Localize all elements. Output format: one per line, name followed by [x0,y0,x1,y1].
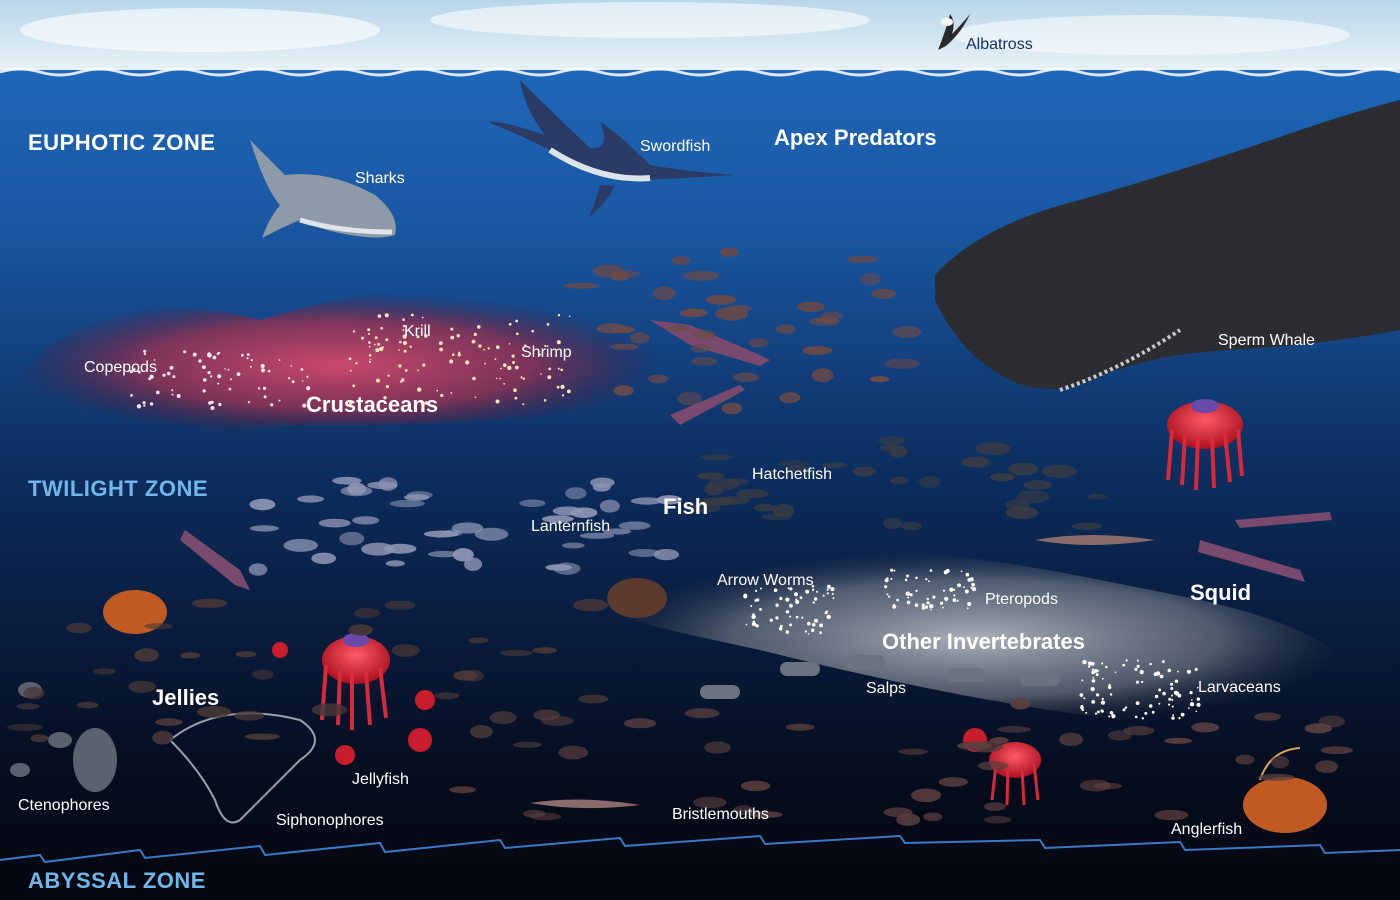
label-arrow-worms: Arrow Worms [717,572,814,589]
bristlemouth-school-lower [449,697,1353,826]
label-lanternfish: Lanternfish [531,518,611,535]
label-larvaceans: Larvaceans [1198,679,1281,696]
label-copepods: Copepods [84,359,157,376]
label-salps: Salps [866,680,907,697]
zone-label-twilight: TWILIGHT ZONE [28,476,209,501]
label-pteropods: Pteropods [985,591,1058,608]
sperm-whale-illustration [935,100,1400,392]
swordfish-illustration [488,80,735,218]
abyssal-boundary [0,834,1400,864]
copepod-specks [129,349,311,410]
squid-illustrations [180,320,1332,590]
label-jellyfish: Jellyfish [352,771,409,788]
group-label-squid: Squid [1190,580,1252,605]
arrow-worm-specks [743,584,835,635]
group-label-apex-predators: Apex Predators [774,125,937,150]
bristlemouth-illustration-2 [1035,535,1155,545]
label-albatross: Albatross [966,36,1033,53]
group-label-jellies: Jellies [152,685,220,710]
label-anglerfish: Anglerfish [1171,821,1243,838]
jellyfish-illustrations [272,399,1244,806]
zone-label-abyssal: ABYSSAL ZONE [28,868,206,893]
anglerfish-illustrations [103,578,1327,833]
surface-foam [0,67,1400,77]
group-label-fish: Fish [663,494,709,519]
hatchetfish-school [685,436,1107,531]
bristlemouth-illustration [530,799,640,809]
larvacean-specks [1079,659,1201,720]
label-hatchetfish: Hatchetfish [752,466,833,483]
label-sperm-whale: Sperm Whale [1218,332,1315,349]
albatross-illustration [938,14,970,50]
shark-illustration [250,140,396,238]
label-krill: Krill [404,323,431,340]
bristlemouth-school-left [7,598,609,745]
label-bristlemouths: Bristlemouths [672,806,769,823]
group-label-crustaceans: Crustaceans [306,392,439,417]
zone-label-euphotic: EUPHOTIC ZONE [28,130,216,155]
bristlemouth-school-upper [564,247,922,415]
label-swordfish: Swordfish [640,138,711,155]
label-sharks: Sharks [355,170,405,187]
lanternfish-school [248,476,682,576]
salp-illustrations [700,655,1060,699]
shrimp-krill-specks [348,313,571,406]
invertebrates-glow [600,549,1351,728]
pteropod-specks [884,568,977,611]
label-shrimp: Shrimp [521,344,572,361]
group-label-other-invertebrates: Other Invertebrates [882,629,1085,654]
label-siphonophores: Siphonophores [276,812,384,829]
label-ctenophores: Ctenophores [18,797,110,814]
